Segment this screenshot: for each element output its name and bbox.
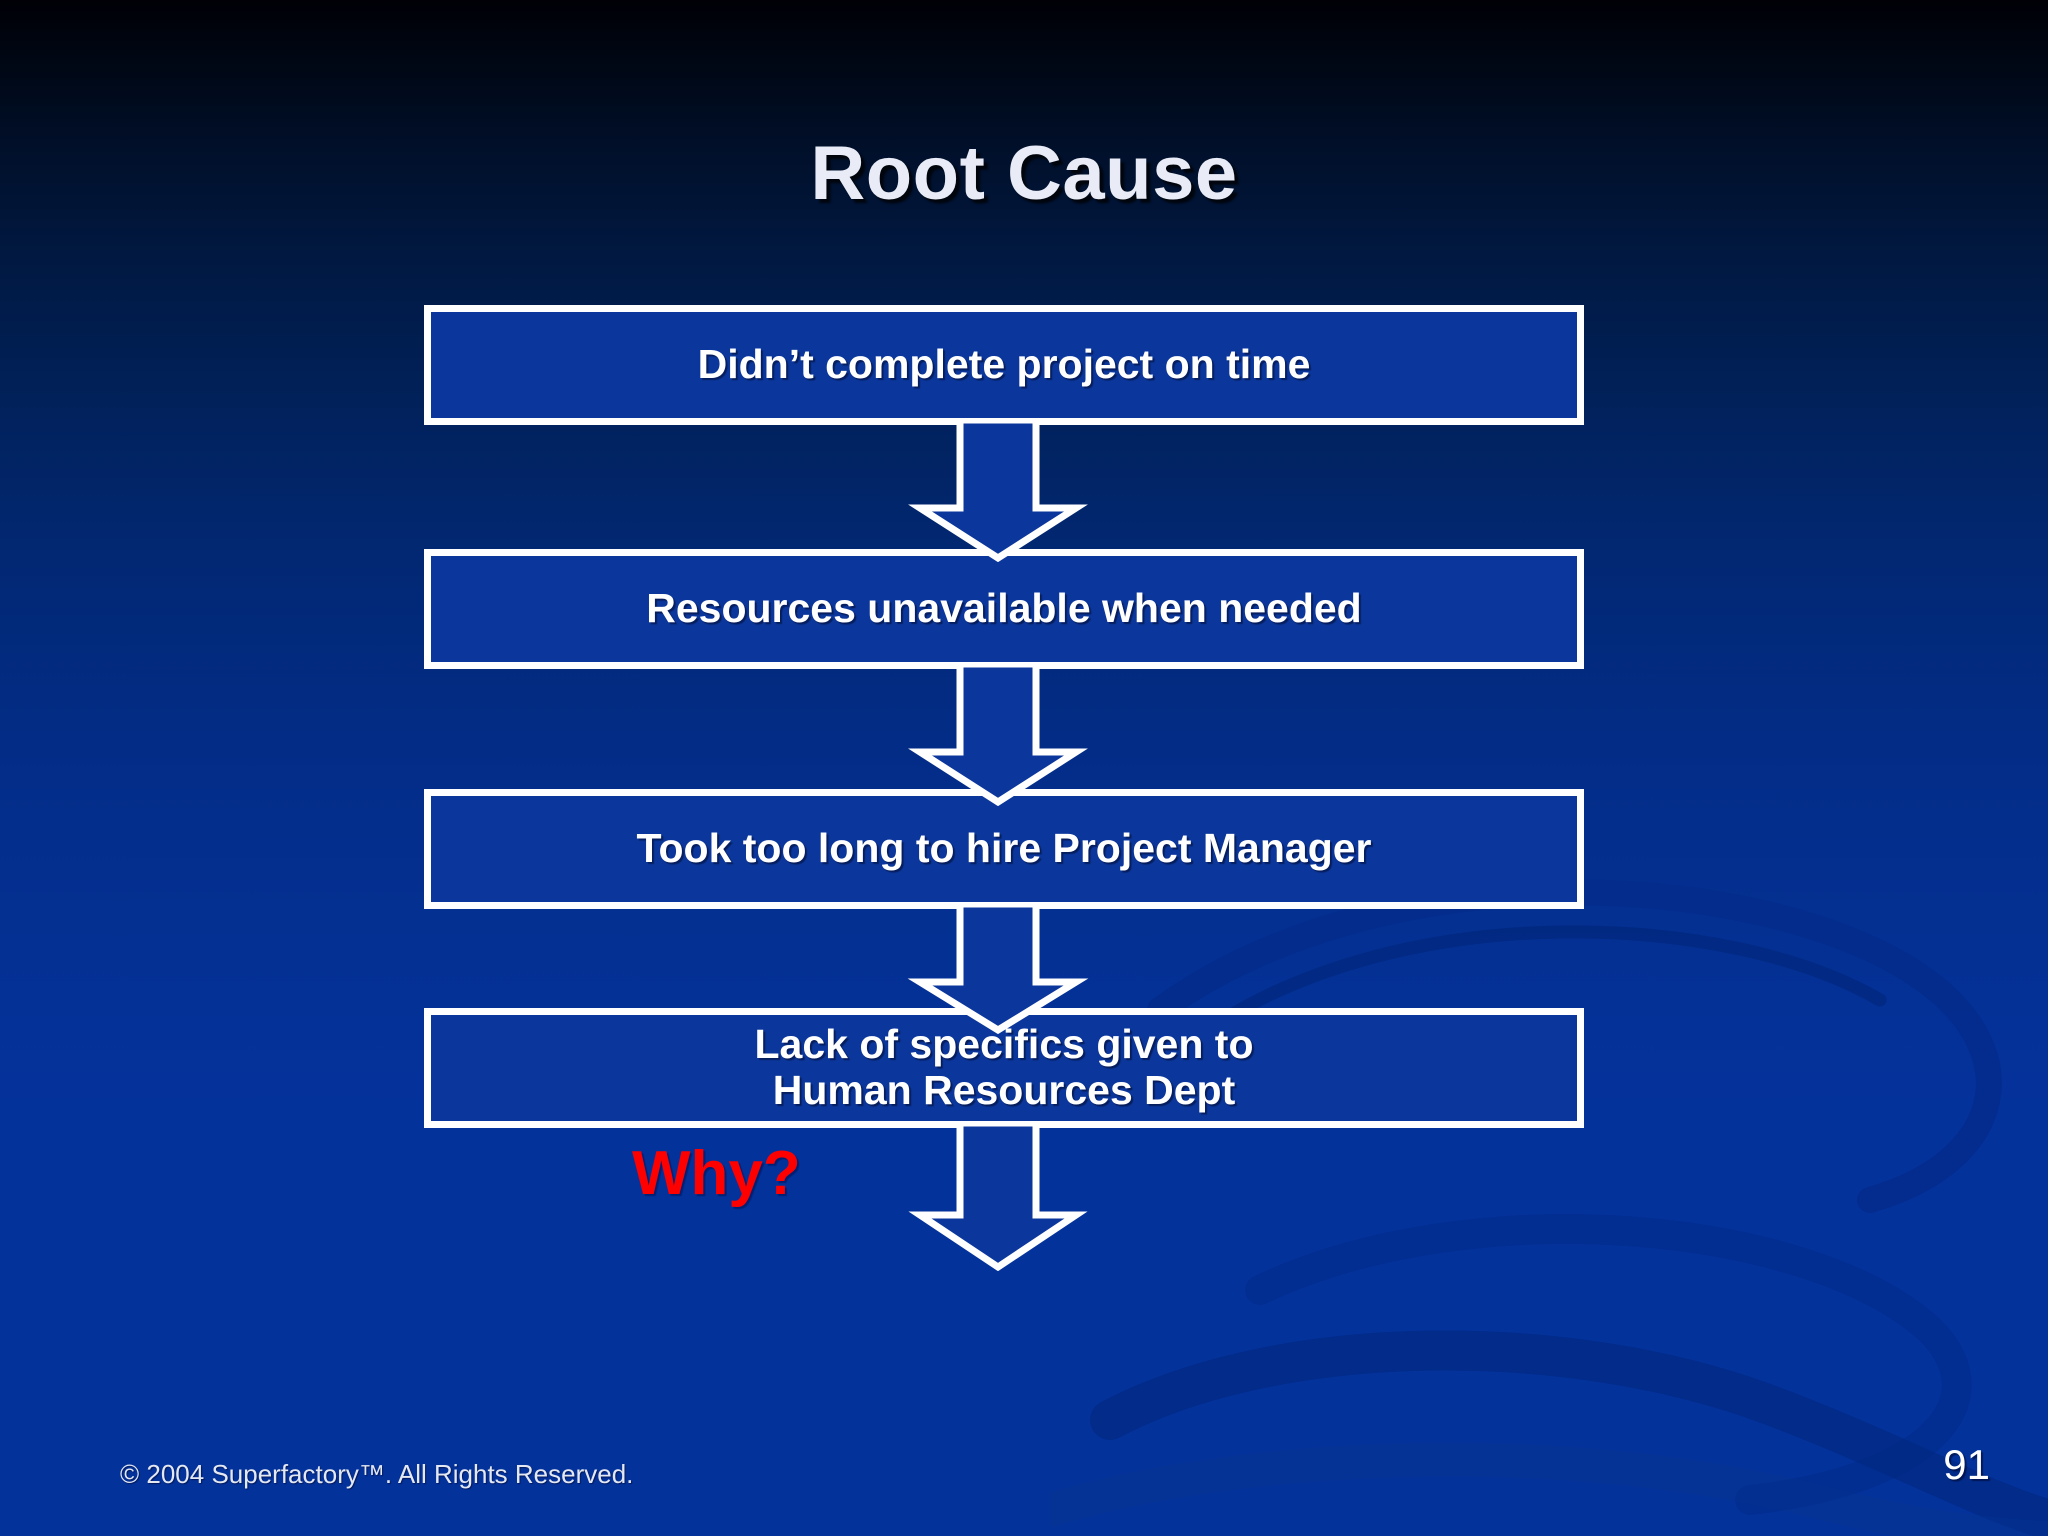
page-number: 91: [1943, 1441, 1990, 1488]
copyright-notice: © 2004 Superfactory™. All Rights Reserve…: [120, 1459, 634, 1489]
connector-arrow-down-1: [898, 420, 1098, 562]
flow-node-resources-unavailable[interactable]: Resources unavailable when needed: [424, 549, 1584, 669]
flow-node-label: Didn’t complete project on time: [697, 341, 1311, 388]
flow-node-label: Lack of specifics given to Human Resourc…: [754, 1021, 1254, 1113]
connector-arrow-down-2: [898, 664, 1098, 806]
flow-node-lack-of-specifics[interactable]: Lack of specifics given to Human Resourc…: [424, 1008, 1584, 1128]
flow-node-label: Took too long to hire Project Manager: [636, 825, 1372, 872]
connector-arrow-down-4: [898, 1123, 1098, 1271]
flow-node-label: Resources unavailable when needed: [646, 585, 1362, 632]
flow-node-took-too-long-to-hire[interactable]: Took too long to hire Project Manager: [424, 789, 1584, 909]
flow-node-didnt-complete-project[interactable]: Didn’t complete project on time: [424, 305, 1584, 425]
why-annotation: Why?: [632, 1139, 801, 1208]
page-title: Root Cause: [810, 131, 1238, 216]
